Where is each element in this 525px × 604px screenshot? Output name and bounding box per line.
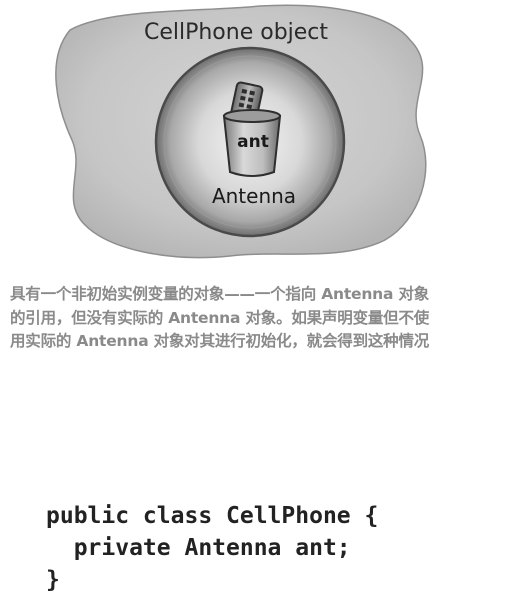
code-sample: public class CellPhone { private Antenna… (46, 500, 378, 596)
object-label: CellPhone object (144, 20, 328, 45)
caption-line: 具有一个非初始实例变量的对象——一个指向 Antenna 对象 (10, 285, 430, 303)
figure-caption: 具有一个非初始实例变量的对象——一个指向 Antenna 对象 的引用，但没有实… (10, 283, 518, 354)
code-line: public class CellPhone { (46, 503, 379, 529)
type-label: Antenna (212, 184, 296, 208)
reference-label: ant (237, 132, 269, 152)
caption-line: 用实际的 Antenna 对象对其进行初始化，就会得到这种情况 (10, 332, 430, 350)
reference-circle-inner-ring (163, 55, 337, 229)
code-line: } (46, 567, 60, 593)
object-diagram: CellPhone object ant Antenna (55, 4, 427, 259)
caption-line: 的引用，但没有实际的 Antenna 对象。如果声明变量但不使 (10, 308, 430, 327)
cup-icon (222, 109, 282, 177)
code-line: private Antenna ant; (46, 535, 351, 561)
